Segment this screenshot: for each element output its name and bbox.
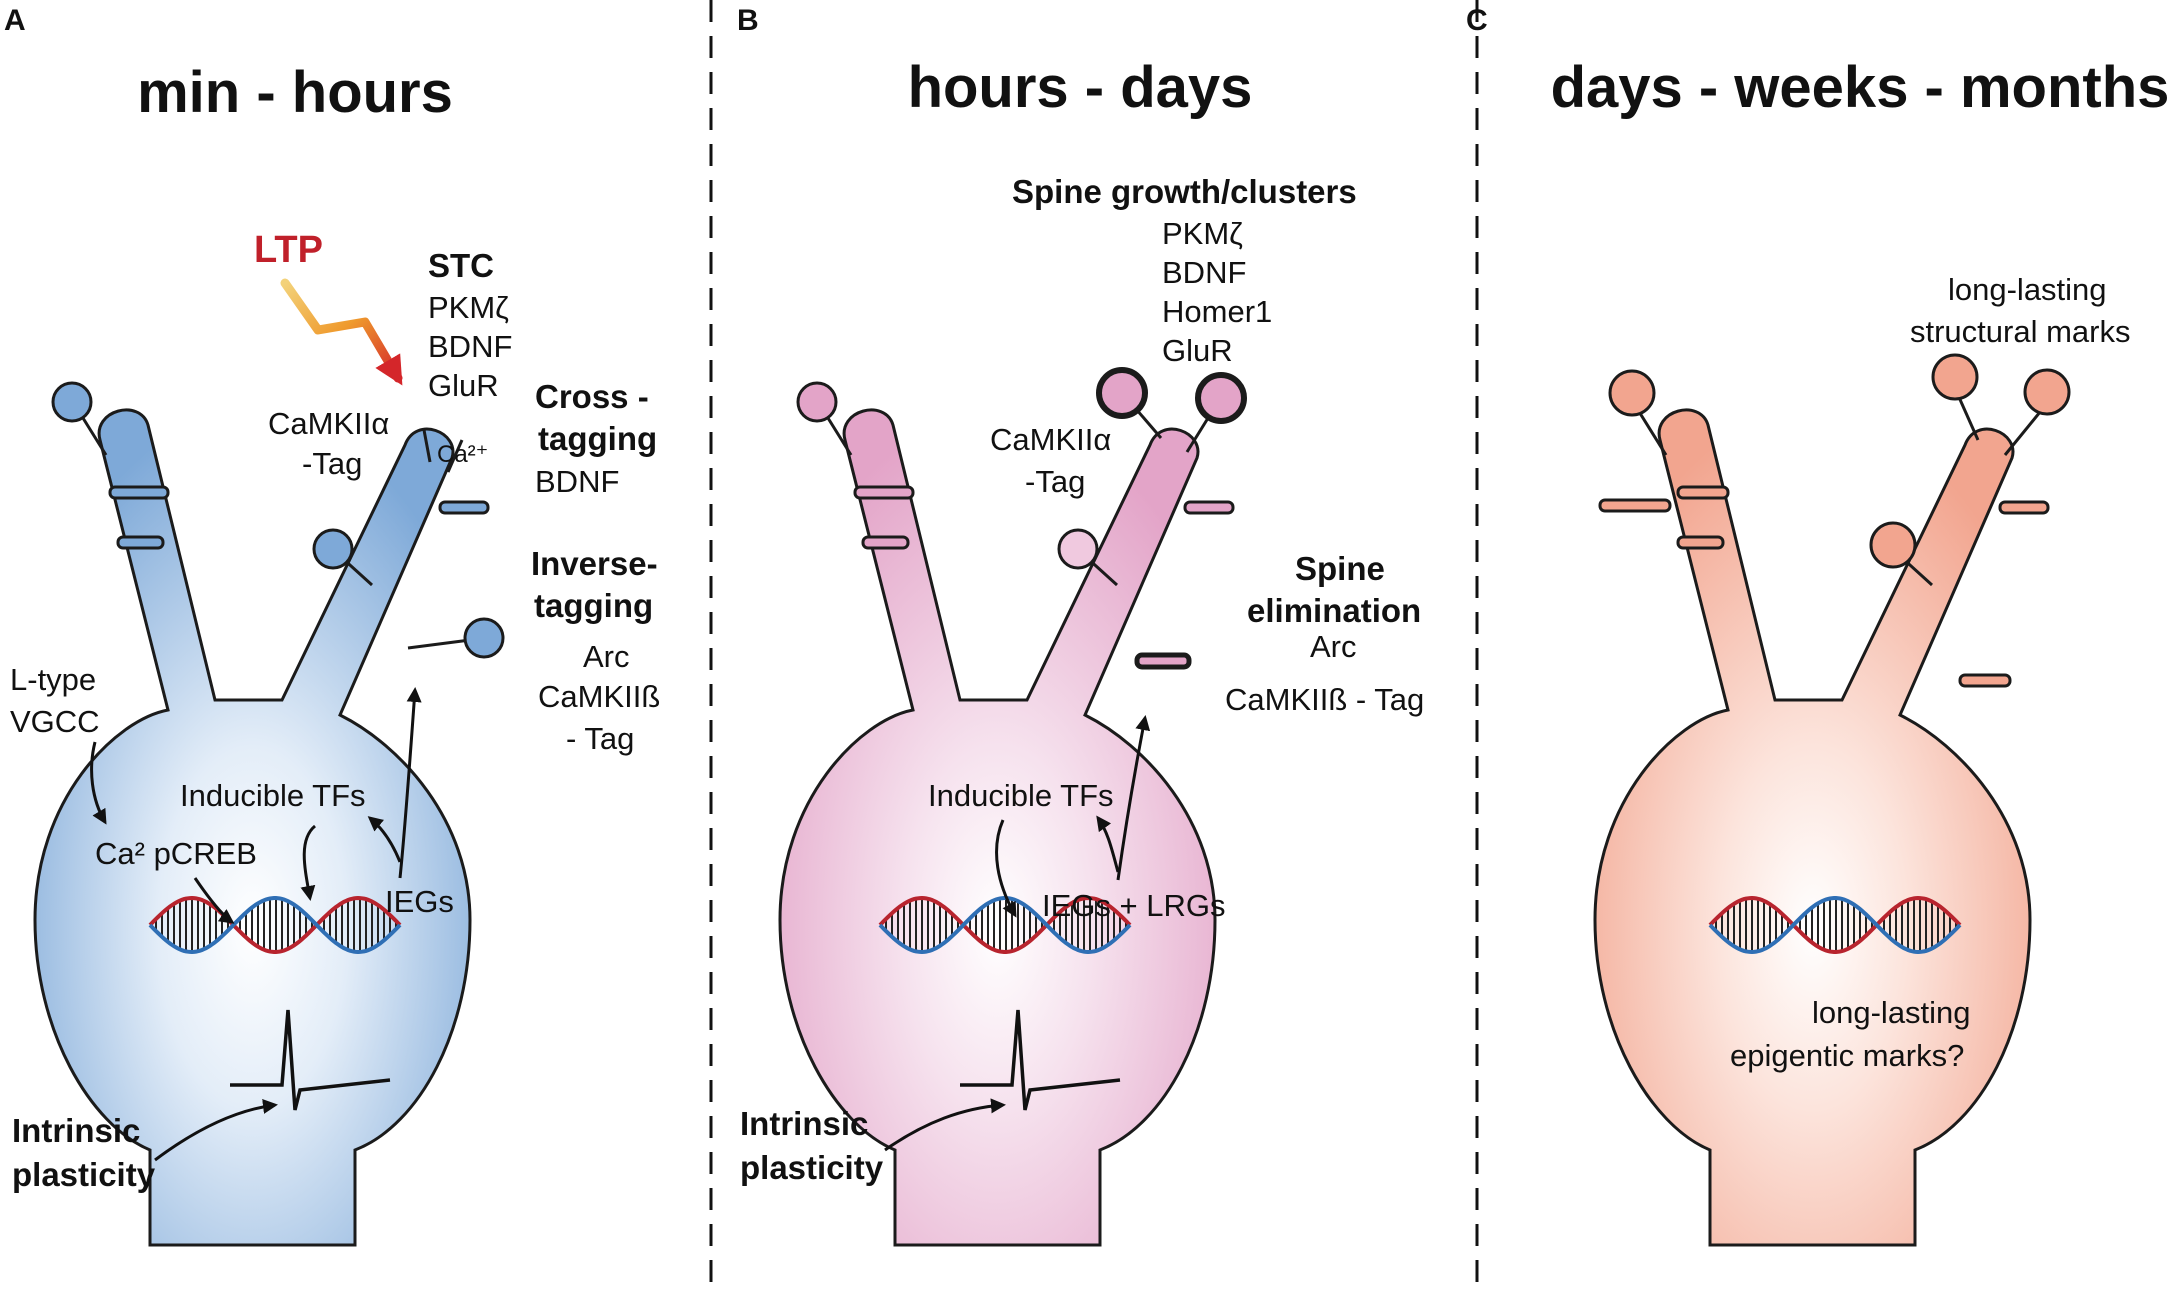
neuron-b [778,367,1247,1247]
ltp-lightning-icon [280,278,403,386]
panel-a-title: min - hours [137,60,453,125]
ca-pcreb: Ca² pCREB [95,836,257,871]
panel-b-letter: B [737,4,759,37]
camkii-tag-b-1: CaMKIIα [990,422,1111,457]
intrinsic-b-2: plasticity [740,1149,884,1186]
cross-tagging-1: Cross - [535,378,649,415]
calcium-label: Ca²⁺ [437,441,488,468]
spine-item-4: GluR [1162,333,1233,368]
spine-item-3: Homer1 [1162,294,1272,329]
inverse-item-3: - Tag [566,721,634,756]
stc-item-1: PKMζ [428,290,509,325]
panel-b-title: hours - days [908,55,1253,120]
inducible-tfs-b: Inducible TFs [928,778,1114,813]
spine-item-1: PKMζ [1162,216,1243,251]
inverse-item-1: Arc [583,639,630,674]
ltp-label: LTP [254,229,323,271]
panel-c: C days - weeks - months [1466,4,2170,1247]
action-potential-trace-b [960,1009,1121,1111]
intrinsic-b-1: Intrinsic [740,1105,868,1142]
intrinsic-a-2: plasticity [12,1156,156,1193]
cross-tagging-item: BDNF [535,464,619,499]
intrinsic-a-1: Intrinsic [12,1112,140,1149]
iegs-a: IEGs [385,884,454,919]
dna-b [878,895,1132,955]
camkii-tag-b-2: -Tag [1025,464,1085,499]
stc-item-3: GluR [428,368,499,403]
structural-marks-2: structural marks [1910,314,2130,349]
cross-tagging-2: tagging [538,420,657,457]
panel-c-title: days - weeks - months [1551,55,2170,120]
inverse-item-2: CaMKIIß [538,679,660,714]
stc-title: STC [428,247,494,284]
action-potential-trace-a [230,1009,391,1111]
spine-elim-item-1: Arc [1310,629,1357,664]
panel-b: B hours - days [737,4,1424,1247]
structural-marks-1: long-lasting [1948,272,2107,307]
stc-item-2: BDNF [428,329,512,364]
arrows-b [884,715,1151,1152]
epigenetic-marks-2: epigentic marks? [1730,1038,1964,1073]
neuron-a [33,381,505,1247]
spine-item-2: BDNF [1162,255,1246,290]
ltype-1: L-type [10,662,96,697]
spine-elim-item-2: CaMKIIß - Tag [1225,682,1424,717]
panel-a: A min - hours LTP STC PKMζ BDNF GluR CaM… [4,4,660,1247]
epigenetic-marks-1: long-lasting [1812,995,1971,1030]
iegs-lrgs: IEGs + LRGs [1042,888,1225,923]
inverse-tagging-2: tagging [534,587,653,624]
neuron-c [1593,353,2071,1247]
arrows-a [90,687,422,1162]
dna-a [148,895,402,955]
inducible-tfs-a: Inducible TFs [180,778,366,813]
spine-growth-title: Spine growth/clusters [1012,173,1357,210]
ltype-2: VGCC [10,704,100,739]
panel-c-letter: C [1466,4,1488,37]
camkii-tag-a-2: -Tag [302,446,362,481]
spine-elim-2: elimination [1247,592,1421,629]
spine-elim-1: Spine [1295,550,1385,587]
dna-c [1708,895,1962,955]
panel-a-letter: A [4,4,26,37]
inverse-tagging-1: Inverse- [531,545,658,582]
camkii-tag-a-1: CaMKIIα [268,406,389,441]
